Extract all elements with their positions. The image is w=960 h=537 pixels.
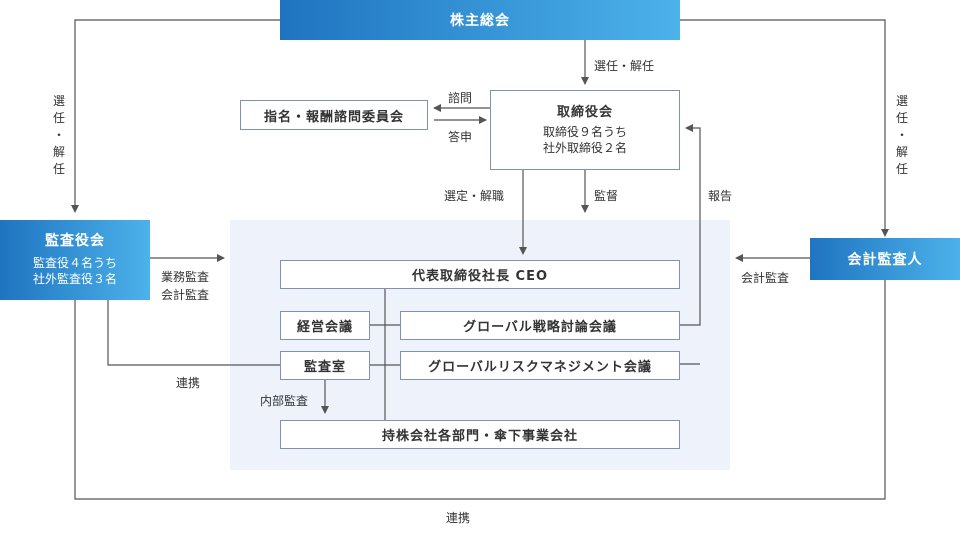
audit-board-line2: 社外監査役３名 (32, 272, 117, 286)
label-accounting-audit-left: 会計監査 (161, 288, 210, 302)
line-coop-inner (107, 300, 280, 366)
board-box: 取締役会 取締役９名うち 社外取締役２名 (490, 90, 680, 170)
label-business-audit: 業務監査 (161, 270, 210, 284)
board-title: 取締役会 (556, 105, 613, 120)
line-report (680, 124, 701, 326)
label-consult: 諮問 (448, 91, 473, 105)
label-coop-inner: 連携 (176, 376, 201, 390)
label-elect-left-char: 任 (52, 162, 65, 176)
shareholders-meeting-box: 株主総会 (280, 0, 680, 40)
board-line1: 取締役９名うち (542, 125, 627, 139)
global-risk-title: グローバルリスクマネジメント会議 (428, 360, 652, 375)
label-internal-audit: 内部監査 (260, 394, 309, 408)
audit-office-box: 監査室 (280, 351, 370, 380)
label-elect-right-char: 任 (895, 162, 908, 176)
line-coop-outer (74, 280, 886, 500)
line-shareholders-accounting-auditor (680, 19, 889, 237)
nomination-title: 指名・報酬諮問委員会 (263, 109, 404, 125)
label-elect-right: 選 任 ・ 解 任 (895, 93, 909, 178)
label-elect-right-char: ・ (895, 128, 908, 142)
audit-board-line1: 監査役４名うち (32, 256, 117, 270)
global-strategy-title: グローバル戦略討論会議 (463, 320, 617, 335)
ceo-title: 代表取締役社長 CEO (412, 269, 548, 284)
label-elect-right-char: 選 (895, 94, 908, 108)
management-meeting-title: 経営会議 (296, 320, 353, 335)
label-supervise: 監督 (594, 189, 619, 203)
shareholders-title: 株主総会 (450, 13, 510, 29)
accounting-auditor-title: 会計監査人 (847, 252, 923, 268)
group-box: 持株会社各部門・傘下事業会社 (280, 420, 680, 449)
label-elect-right-char: 解 (895, 145, 908, 159)
label-elect-left: 選 任 ・ 解 任 (52, 93, 66, 178)
audit-board-box: 監査役会 監査役４名うち 社外監査役３名 (0, 220, 150, 300)
label-accounting-audit-right: 会計監査 (741, 271, 790, 285)
line-shareholders-audit-board (71, 19, 280, 213)
label-elect-left-char: ・ (52, 128, 65, 142)
label-elect-left-char: 解 (52, 145, 65, 159)
nomination-committee-box: 指名・報酬諮問委員会 (240, 100, 428, 130)
group-title: 持株会社各部門・傘下事業会社 (381, 429, 578, 444)
audit-board-title: 監査役会 (45, 233, 105, 249)
label-elect-left-char: 選 (52, 94, 65, 108)
board-line2: 社外取締役２名 (542, 141, 627, 155)
label-select-dismiss: 選定・解職 (444, 189, 505, 203)
label-elect-right-char: 任 (895, 111, 908, 125)
global-risk-box: グローバルリスクマネジメント会議 (400, 351, 680, 380)
label-report: 報告 (708, 189, 733, 203)
label-elect-left-char: 任 (52, 111, 65, 125)
label-answer: 答申 (448, 130, 473, 144)
management-meeting-box: 経営会議 (280, 311, 370, 340)
label-coop-outer: 連携 (446, 511, 471, 525)
global-strategy-box: グローバル戦略討論会議 (400, 311, 680, 340)
audit-office-title: 監査室 (303, 360, 346, 375)
accounting-auditor-box: 会計監査人 (810, 238, 960, 280)
label-elect-board: 選任・解任 (594, 59, 655, 73)
ceo-box: 代表取締役社長 CEO (280, 260, 680, 289)
